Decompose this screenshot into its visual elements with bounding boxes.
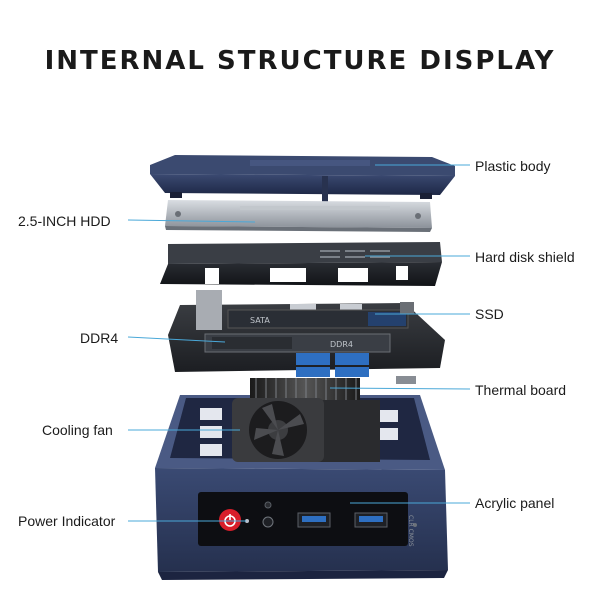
usb-port-icon — [296, 353, 369, 377]
label-acrylic-panel: Acrylic panel — [475, 495, 555, 511]
acrylic-panel: CLR CMOS — [198, 492, 417, 547]
page-title: INTERNAL STRUCTURE DISPLAY — [44, 46, 556, 76]
usb-port-icon[interactable] — [297, 512, 388, 528]
label-hdd: 2.5-INCH HDD — [18, 213, 111, 229]
hdd-drive — [165, 200, 432, 232]
plastic-body-lid — [150, 155, 455, 212]
motherboard: SATA DDR4 — [168, 290, 445, 384]
label-hard-disk-shield: Hard disk shield — [475, 249, 575, 265]
power-indicator-led — [245, 519, 249, 523]
label-cooling-fan: Cooling fan — [42, 422, 113, 438]
label-thermal-board: Thermal board — [475, 382, 567, 398]
power-icon[interactable] — [219, 509, 241, 531]
hard-disk-shield — [160, 242, 442, 286]
audio-jack-icon[interactable] — [262, 501, 274, 528]
ram-chip-text: DDR4 — [330, 340, 353, 349]
label-plastic-body: Plastic body — [475, 158, 551, 174]
cooling-fan — [232, 398, 324, 462]
clr-cmos-text: CLR CMOS — [407, 515, 414, 547]
label-power-indicator: Power Indicator — [18, 513, 116, 529]
label-ssd: SSD — [475, 306, 504, 322]
callout-lines — [127, 164, 471, 522]
label-ddr4: DDR4 — [80, 330, 119, 346]
ssd-module — [227, 309, 409, 329]
ssd-chip-text: SATA — [250, 316, 270, 325]
